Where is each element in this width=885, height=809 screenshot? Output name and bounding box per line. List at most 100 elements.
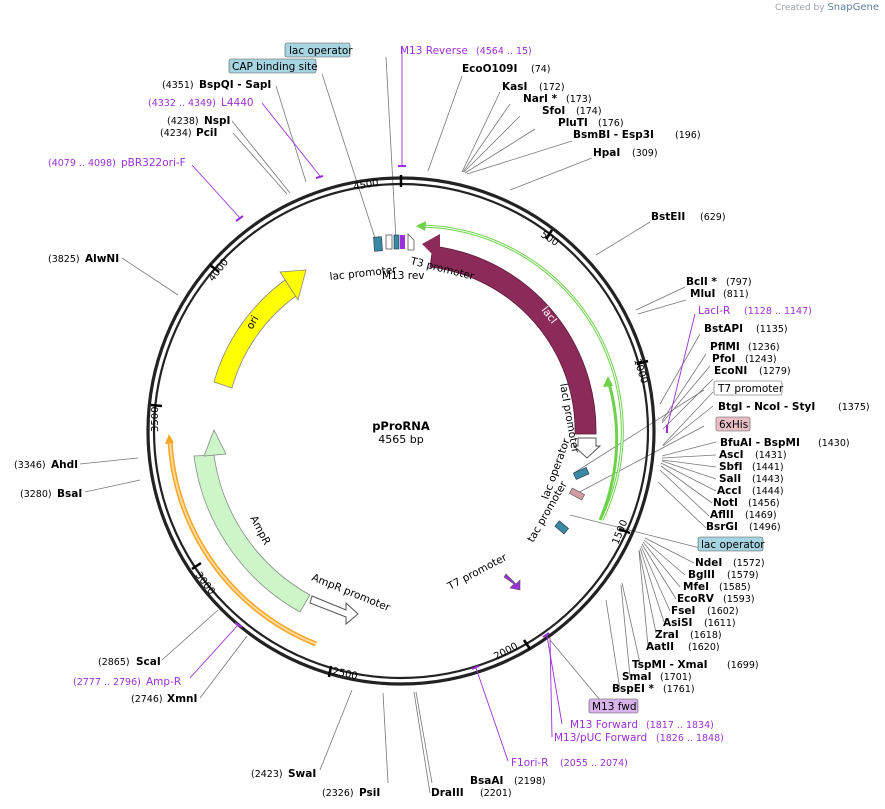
box-T7-promoter (713, 380, 783, 396)
AmpR-label: AmpR (247, 514, 272, 547)
AmpR-promoter-arrow (309, 595, 359, 626)
enzyme-XmnI-pos: (2746) (131, 694, 163, 705)
enzyme-BspQI-SapI-pos: (4351) (162, 80, 194, 91)
enzyme-BglII: BglII (688, 569, 715, 581)
enzyme-MluI-pos: (811) (723, 289, 749, 300)
primer-F1ori-R: F1ori-R (511, 757, 548, 769)
enzyme-AflII: AflII (710, 509, 734, 521)
enzyme-BclI: BclI * (686, 276, 717, 288)
enzyme-SalI-pos: (1443) (752, 474, 784, 485)
tick-marks (150, 175, 649, 678)
enzyme-ScaI: ScaI (136, 656, 161, 668)
primer-M13-reverse-range: (4564 .. 15) (476, 46, 532, 57)
AmpR-arrowhead (203, 429, 227, 457)
enzyme-AscI-pos: (1431) (755, 450, 787, 461)
enzyme-NspI-pos: (4238) (167, 116, 199, 127)
enzyme-AscI: AscI (719, 449, 744, 461)
enzyme-PflMI-pos: (1236) (748, 342, 780, 353)
enzyme-AsiSI-pos: (1611) (704, 618, 736, 629)
enzyme-EcoO109I: EcoO109I (462, 63, 517, 75)
enzyme-PciI-pos: (4234) (160, 128, 192, 139)
enzyme-BsaI: BsaI (57, 488, 82, 500)
snapgene-credit: Created by SnapGene (775, 2, 879, 13)
enzyme-ZraI: ZraI (655, 629, 679, 641)
enzyme-SfoI-pos: (174) (576, 106, 602, 117)
enzyme-BsaAI: BsaAI (470, 775, 503, 787)
enzyme-XmnI: XmnI (167, 693, 197, 705)
box-lac-operator-right (697, 536, 764, 552)
enzyme-BstEII: BstEII (651, 211, 685, 223)
enzyme-PfoI: PfoI (712, 353, 735, 365)
primer-L4440-range: (4332 .. 4349) (148, 98, 216, 109)
lac-operator-lower-mark (554, 520, 569, 535)
box-M13-fwd-label: M13 fwd (592, 701, 637, 713)
lac-promoter-mark (385, 234, 393, 250)
box-6xHis (715, 416, 751, 432)
enzyme-PsiI: PsiI (359, 787, 380, 799)
enzyme-EcoRV-pos: (1593) (723, 594, 755, 605)
M13-rev-label: M13 rev (382, 270, 425, 282)
plasmid-length: 4565 bp (378, 433, 423, 446)
enzyme-NarI-pos: (173) (566, 94, 592, 105)
primer-leaders (189, 48, 696, 762)
box-cap-binding-site-label: CAP binding site (232, 61, 318, 73)
primer-Amp-R-range: (2777 .. 2796) (73, 677, 141, 688)
enzyme-AflII-pos: (1469) (745, 510, 777, 521)
primer-Amp-R: Amp-R (146, 676, 181, 688)
green-arc-inner (598, 379, 619, 521)
enzyme-SfoI: SfoI (542, 105, 565, 117)
ori-feature[interactable] (213, 279, 297, 389)
enzyme-TspMI-XmaI-pos: (1699) (727, 660, 759, 671)
green-arc-outer-head (416, 221, 426, 231)
enzyme-AsiSI: AsiSI (663, 617, 692, 629)
enzyme-SalI: SalI (719, 473, 741, 485)
enzyme-TspMI-XmaI: TspMI - XmaI (632, 659, 708, 671)
enzyme-KasI-pos: (172) (539, 82, 565, 93)
enzyme-SbfI: SbfI (719, 461, 743, 473)
enzyme-SbfI-pos: (1441) (752, 462, 784, 473)
lacI-feature[interactable] (429, 245, 597, 435)
enzyme-EcoO109I-pos: (74) (531, 64, 551, 75)
f1-ori-arrowhead (165, 434, 174, 444)
box-lac-operator-top (284, 42, 351, 58)
enzyme-MluI: MluI (690, 288, 715, 300)
cap-site-mark (393, 234, 400, 250)
enzyme-BstAPI-pos: (1135) (756, 324, 788, 335)
primer-M13-pUC-forward-range: (1826 .. 1848) (656, 733, 724, 744)
enzyme-NdeI-pos: (1572) (733, 558, 765, 569)
primer-labels: M13 Reverse (4564 .. 15) (4332 .. 4349) … (48, 45, 812, 769)
enzyme-FseI-pos: (1602) (707, 606, 739, 617)
tick-4000: 4000 (207, 257, 231, 284)
enzyme-BsrGI: BsrGI (706, 521, 738, 533)
tick-3500: 3500 (150, 407, 161, 432)
green-arc-outer-core (417, 225, 623, 521)
T7-promoter-mark (503, 573, 521, 591)
enzyme-SwaI-pos: (2423) (251, 769, 283, 780)
enzyme-BsaI-pos: (3280) (20, 489, 52, 500)
enzyme-BspQI-SapI: BspQI - SapI (199, 79, 271, 91)
primer-LacI-R-range: (1128 .. 1147) (744, 306, 812, 317)
enzyme-BsmBI-Esp3I: BsmBI - Esp3I (573, 129, 654, 141)
T3-promoter-mark (407, 233, 415, 251)
enzyme-BtgI-NcoI-StyI: BtgI - NcoI - StyI (718, 401, 815, 413)
enzyme-labels: EcoO109I (74) KasI (172) NarI * (173) Sf… (14, 63, 870, 799)
enzyme-HpaI: HpaI (593, 147, 620, 159)
enzyme-BsmBI-Esp3I-pos: (196) (675, 130, 701, 141)
enzyme-AhdI: AhdI (51, 459, 78, 471)
enzyme-AatII-pos: (1620) (688, 642, 720, 653)
enzyme-BstAPI: BstAPI (704, 323, 743, 335)
box-6xHis-label: 6xHis (719, 419, 748, 431)
enzyme-EcoRV: EcoRV (677, 593, 715, 605)
AmpR-feature[interactable] (193, 454, 311, 613)
lacI-promoter-arrow (572, 437, 602, 459)
box-lac-operator-top-label: lac operator (289, 45, 353, 57)
primer-M13-forward: M13 Forward (570, 719, 638, 731)
enzyme-BstEII-pos: (629) (700, 212, 726, 223)
enzyme-SwaI: SwaI (288, 768, 316, 780)
primer-pBR322ori-F: pBR322ori-F (121, 157, 186, 169)
primer-M13-forward-range: (1817 .. 1834) (646, 720, 714, 731)
enzyme-BtgI-NcoI-StyI-pos: (1375) (838, 402, 870, 413)
primer-LacI-R: LacI-R (698, 305, 730, 317)
enzyme-MfeI: MfeI (683, 581, 709, 593)
